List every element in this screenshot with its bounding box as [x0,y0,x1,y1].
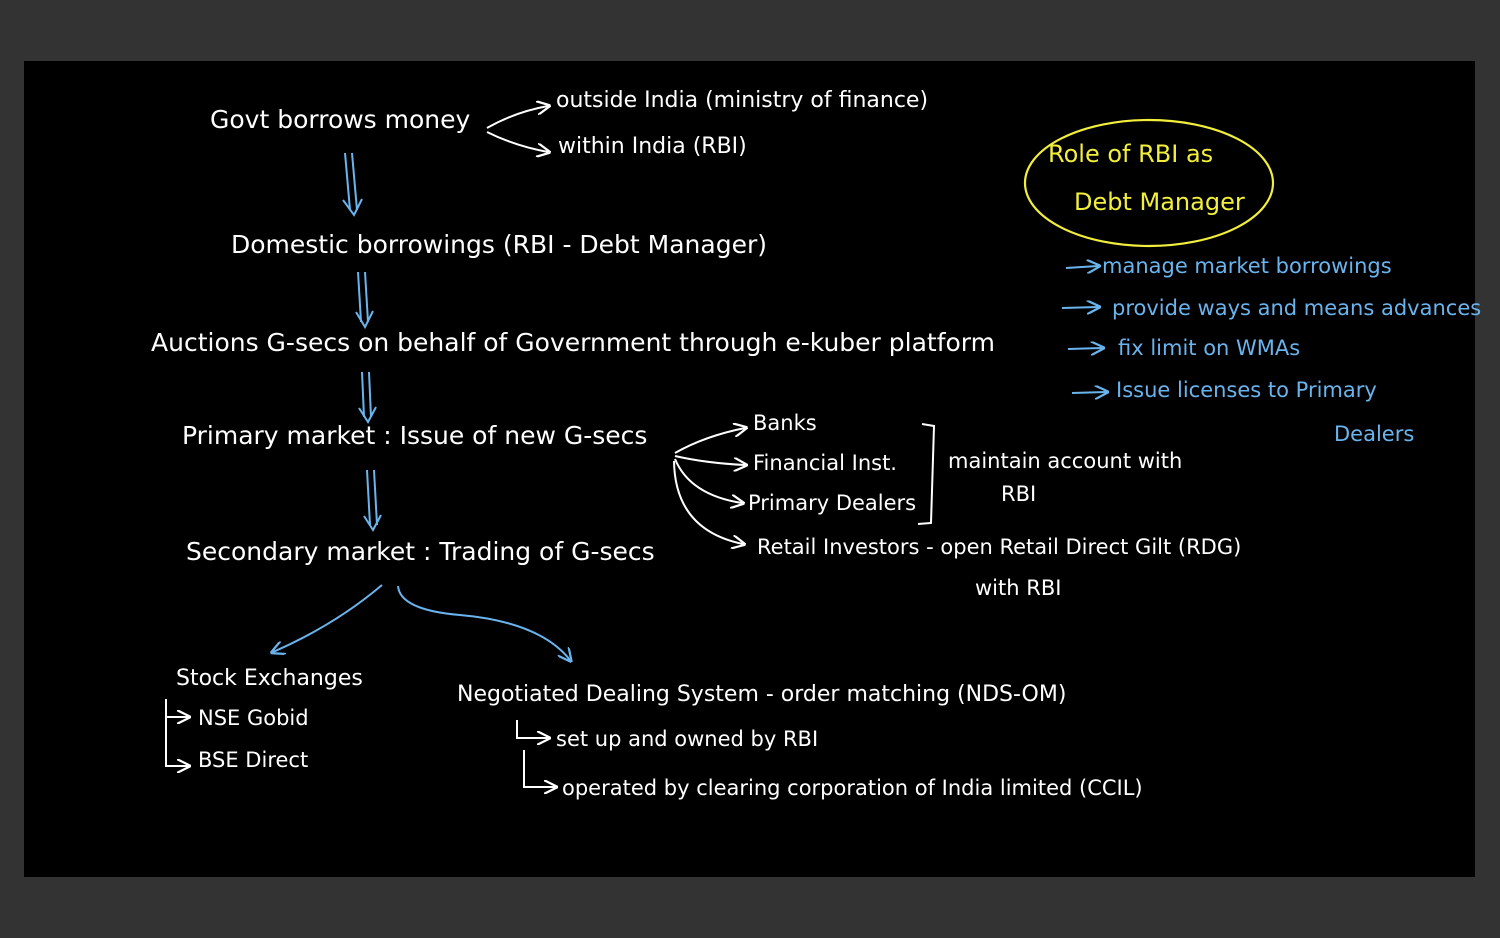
role-title-line2: Debt Manager [1074,188,1245,216]
nds-text: Negotiated Dealing System - order matchi… [457,682,1067,707]
stock-exchanges-text: Stock Exchanges [176,666,363,691]
setup-owned-text: set up and owned by RBI [556,727,819,751]
role-item-1: manage market borrowings [1102,254,1392,278]
role-item-5: Dealers [1334,422,1415,446]
role-title-line1: Role of RBI as [1048,140,1214,168]
primary-market-text: Primary market : Issue of new G-secs [182,421,648,450]
banks-text: Banks [753,411,817,435]
secondary-market-text: Secondary market : Trading of G-secs [186,537,655,566]
within-india-text: within India (RBI) [558,134,747,159]
role-item-2: provide ways and means advances [1112,296,1482,320]
maintain-account-text: maintain account with [948,449,1183,473]
domestic-borrowings-text: Domestic borrowings (RBI - Debt Manager) [231,230,767,259]
bse-direct-text: BSE Direct [198,748,309,772]
outside-india-text: outside India (ministry of finance) [556,88,929,113]
nse-gobid-text: NSE Gobid [198,706,309,730]
operated-by-text: operated by clearing corporation of Indi… [562,776,1143,800]
auctions-text: Auctions G-secs on behalf of Government … [151,328,995,357]
financial-inst-text: Financial Inst. [753,451,897,475]
retail-investors-text: Retail Investors - open Retail Direct Gi… [757,535,1242,559]
role-item-4: Issue licenses to Primary [1116,378,1377,402]
role-item-3: fix limit on WMAs [1118,336,1301,360]
govt-borrows-text: Govt borrows money [210,105,471,134]
primary-dealers-text: Primary Dealers [748,491,917,515]
retail-with-rbi-text: with RBI [975,576,1062,600]
maintain-rbi-text: RBI [1001,482,1037,506]
